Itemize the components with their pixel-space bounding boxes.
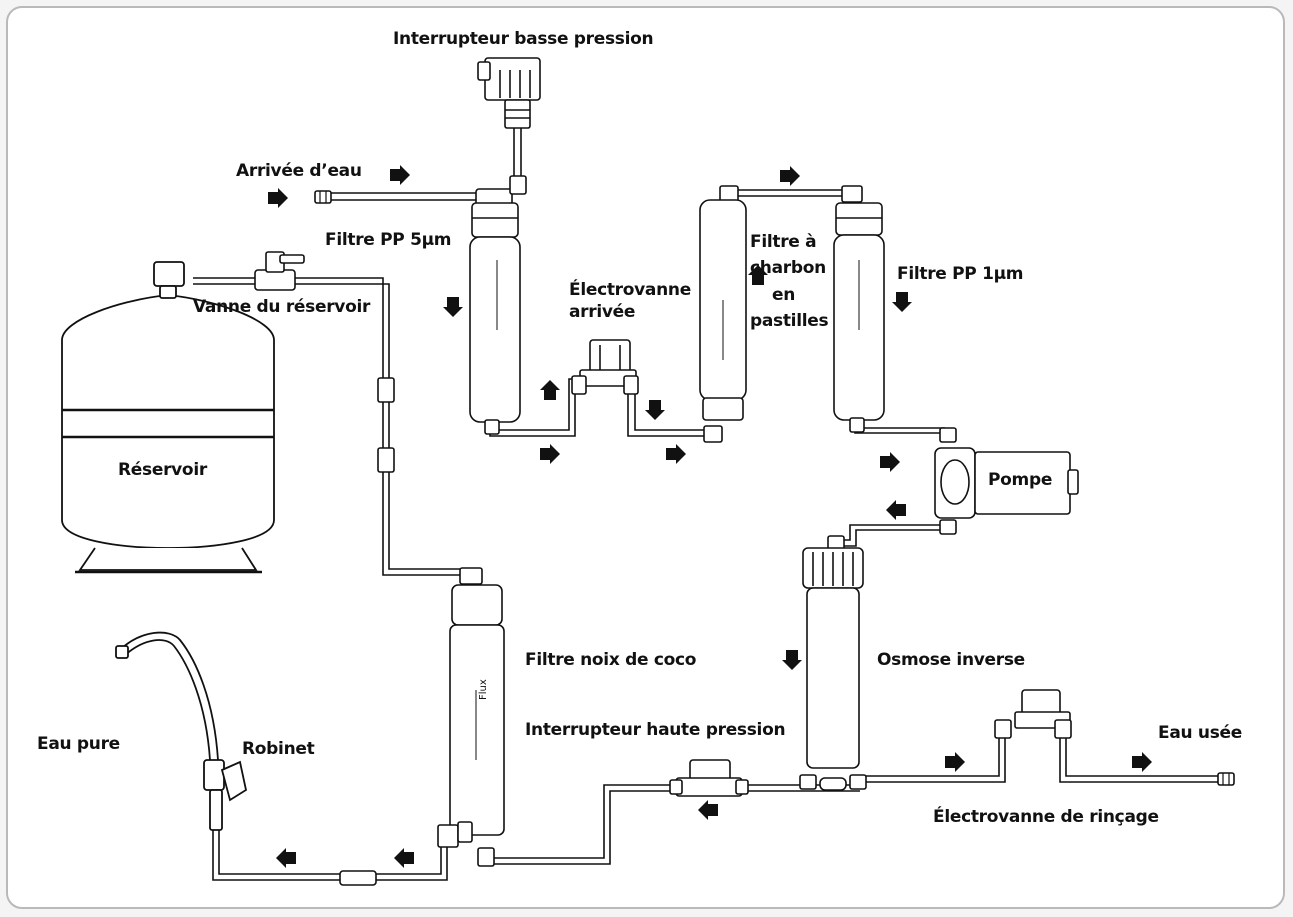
waste-water-label: Eau usée [1158, 723, 1242, 743]
coconut-filter [437, 567, 505, 867]
faucet [115, 631, 248, 831]
ro-membrane-housing [799, 535, 867, 791]
faucet-label: Robinet [242, 739, 315, 759]
pure-water-label: Eau pure [37, 734, 120, 754]
storage-tank [61, 261, 275, 574]
coconut-filter-label: Filtre noix de coco [525, 650, 697, 670]
waste-outlet-fitting [1217, 772, 1235, 786]
pp1-filter [833, 185, 885, 433]
faucet-line-fitting [339, 870, 377, 886]
carbon-filter-label-line4: pastilles [750, 311, 829, 331]
flush-solenoid-label: Électrovanne de rinçage [933, 807, 1159, 827]
carbon-filter-label-line3: en [772, 285, 796, 305]
inlet-solenoid-label-line2: arrivée [569, 302, 636, 322]
tank-valve-label: Vanne du réservoir [193, 297, 371, 317]
carbon-filter-label-line1: Filtre à [750, 232, 817, 252]
pp5-filter [469, 202, 521, 435]
flux-label: Flux [478, 679, 489, 700]
pump-label: Pompe [988, 470, 1053, 490]
high-pressure-switch-label: Interrupteur haute pression [525, 720, 786, 740]
low-pressure-switch-label: Interrupteur basse pression [393, 29, 654, 49]
low-pressure-switch [477, 57, 541, 129]
water-inlet-label: Arrivée d’eau [236, 161, 362, 181]
flush-solenoid-valve [994, 689, 1072, 739]
pp1-filter-label: Filtre PP 1µm [897, 264, 1024, 284]
pump [934, 427, 1079, 535]
inlet-solenoid-label-line1: Électrovanne [569, 280, 691, 300]
carbon-filter-label-line2: charbon [750, 258, 826, 278]
inlet-solenoid-valve [571, 339, 639, 395]
carbon-filter [699, 185, 747, 443]
inlet-fitting [314, 175, 527, 206]
tank-label: Réservoir [118, 460, 207, 480]
high-pressure-switch [669, 759, 749, 797]
pp5-filter-label: Filtre PP 5µm [325, 230, 452, 250]
reverse-osmosis-label: Osmose inverse [877, 650, 1025, 670]
tank-line-fittings [377, 377, 395, 473]
tank-valve [254, 251, 305, 291]
